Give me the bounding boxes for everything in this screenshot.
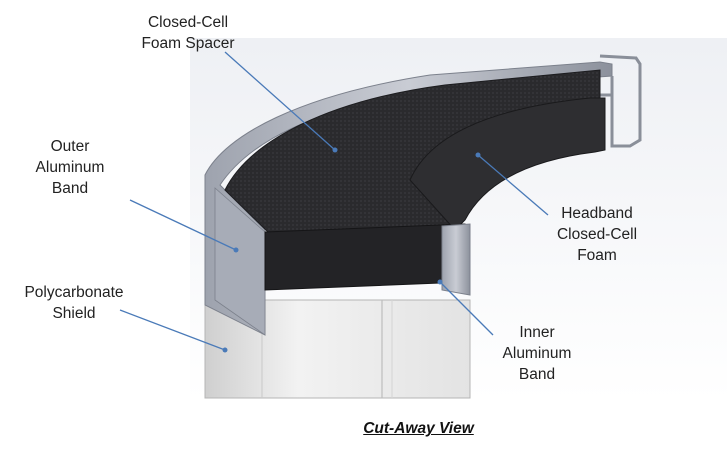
label-shield: Polycarbonate Shield bbox=[12, 282, 136, 324]
label-inner-band: Inner Aluminum Band bbox=[482, 322, 592, 385]
outer-band-face bbox=[214, 187, 266, 336]
label-headband-foam-line2: Closed-Cell bbox=[556, 226, 638, 243]
label-foam-spacer-line2: Foam Spacer bbox=[141, 35, 235, 52]
label-headband-foam: Headband Closed-Cell Foam bbox=[542, 203, 652, 266]
label-outer-band: Outer Aluminum Band bbox=[10, 136, 130, 199]
label-outer-band-line1: Outer bbox=[50, 138, 90, 155]
label-outer-band-line2: Aluminum bbox=[35, 159, 105, 176]
leader-endpoints bbox=[222, 147, 481, 353]
label-headband-foam-line3: Foam bbox=[577, 247, 617, 264]
leader-foam-spacer bbox=[224, 51, 336, 151]
inner-aluminum-band bbox=[441, 223, 471, 296]
leader-inner-band bbox=[439, 281, 494, 336]
foam-front-face bbox=[264, 223, 466, 291]
leader-dot-inner-band bbox=[437, 279, 443, 285]
leader-shield bbox=[119, 309, 226, 351]
headband-foam bbox=[409, 97, 606, 231]
label-outer-band-line3: Band bbox=[51, 180, 89, 197]
label-shield-line2: Shield bbox=[52, 305, 96, 322]
label-inner-band-line2: Aluminum bbox=[502, 345, 572, 362]
diagram-caption: Cut-Away View bbox=[363, 420, 474, 437]
leader-dot-headband-foam bbox=[475, 152, 481, 158]
label-headband-foam-line1: Headband bbox=[561, 205, 633, 222]
leader-dot-outer-band bbox=[233, 247, 239, 253]
leader-lines bbox=[119, 51, 549, 351]
leader-dot-shield bbox=[222, 347, 228, 353]
leader-outer-band bbox=[129, 199, 237, 251]
label-inner-band-line3: Band bbox=[518, 366, 556, 383]
inner-band-rim bbox=[599, 54, 642, 148]
label-inner-band-line1: Inner bbox=[519, 324, 555, 341]
leader-dot-foam-spacer bbox=[332, 147, 338, 153]
label-shield-line1: Polycarbonate bbox=[24, 284, 124, 301]
label-foam-spacer: Closed-Cell Foam Spacer bbox=[118, 12, 258, 54]
leader-headband-foam bbox=[477, 154, 549, 216]
label-foam-spacer-line1: Closed-Cell bbox=[147, 14, 229, 31]
